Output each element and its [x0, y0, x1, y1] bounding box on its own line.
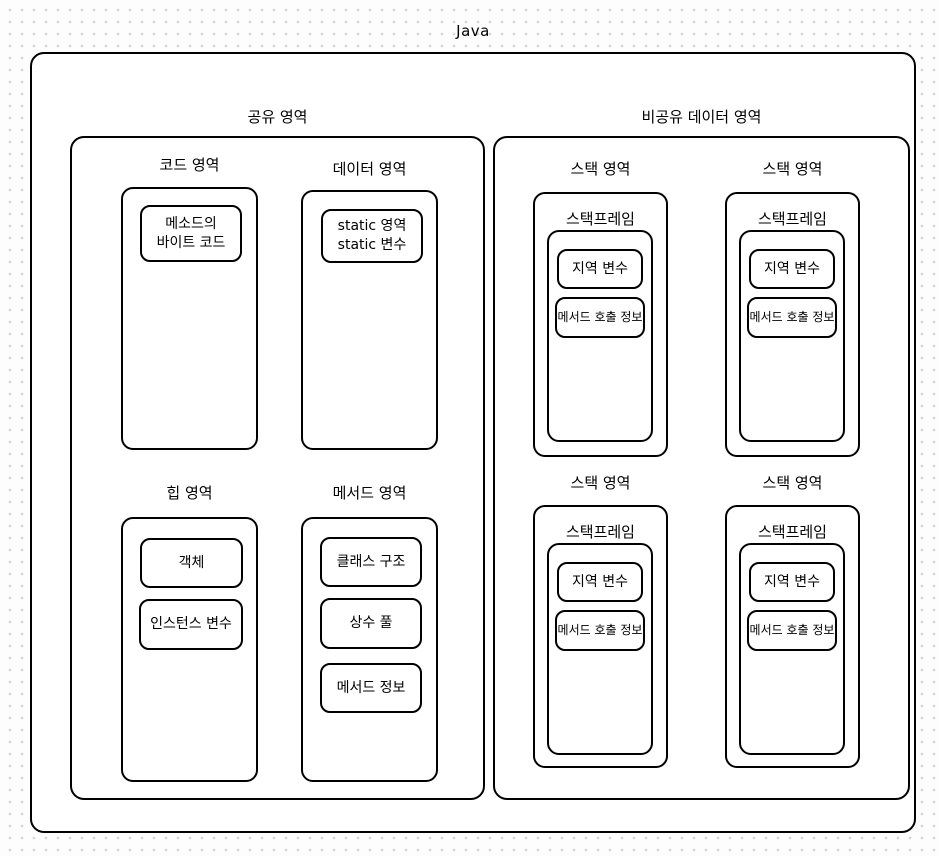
stack-frame-box: 지역 변수 메서드 호출 정보: [547, 230, 653, 442]
stack-area-box: 스택프레임 지역 변수 메서드 호출 정보: [725, 505, 860, 768]
method-area-box: 클래스 구조 상수 풀 메서드 정보: [301, 517, 438, 782]
local-var-item-box: 지역 변수: [749, 562, 835, 602]
bytecode-item-line1: 메소드의: [165, 215, 217, 232]
code-area-box: 메소드의 바이트 코드: [121, 187, 258, 450]
bytecode-item-box: 메소드의 바이트 코드: [140, 205, 242, 262]
jvm-outer-box: 공유 영역 비공유 데이터 영역 코드 영역 메소드의 바이트 코드 데이터 영…: [30, 52, 916, 833]
constant-pool-item-box: 상수 풀: [320, 598, 422, 649]
method-call-info-item-box: 메서드 호출 정보: [555, 610, 645, 651]
stack-frame-box: 지역 변수 메서드 호출 정보: [739, 230, 845, 442]
diagram-title: Java: [456, 22, 490, 40]
stack-frame-label: 스택프레임: [565, 523, 635, 541]
static-item-box: static 영역 static 변수: [321, 209, 423, 263]
heap-area-label: 힙 영역: [166, 484, 213, 502]
method-call-info-item-box: 메서드 호출 정보: [747, 297, 837, 338]
stack-frame-label: 스택프레임: [757, 210, 827, 228]
nonshared-area-box: 스택 영역 스택프레임 지역 변수 메서드 호출 정보 스택 영역 스택프레임 …: [493, 136, 910, 800]
heap-area-box: 객체 인스턴스 변수: [121, 517, 258, 782]
class-structure-item-box: 클래스 구조: [320, 537, 422, 587]
local-var-item-box: 지역 변수: [557, 249, 643, 289]
data-area-label: 데이터 영역: [332, 160, 407, 178]
code-area-label: 코드 영역: [159, 156, 220, 174]
stack-area-box: 스택프레임 지역 변수 메서드 호출 정보: [725, 192, 860, 457]
method-call-info-item-box: 메서드 호출 정보: [555, 297, 645, 338]
nonshared-area-label: 비공유 데이터 영역: [641, 108, 762, 126]
stack-frame-box: 지역 변수 메서드 호출 정보: [739, 543, 845, 755]
method-area-label: 메서드 영역: [332, 484, 407, 502]
object-item-box: 객체: [140, 538, 243, 588]
stack-area-box: 스택프레임 지역 변수 메서드 호출 정보: [533, 505, 668, 768]
stack-area-label: 스택 영역: [762, 160, 823, 178]
stack-area-label: 스택 영역: [570, 474, 631, 492]
shared-area-label: 공유 영역: [247, 108, 308, 126]
stack-frame-box: 지역 변수 메서드 호출 정보: [547, 543, 653, 755]
local-var-item-box: 지역 변수: [557, 562, 643, 602]
instance-var-item-box: 인스턴스 변수: [139, 599, 243, 650]
shared-area-box: 코드 영역 메소드의 바이트 코드 데이터 영역 static 영역 stati…: [70, 136, 485, 800]
bytecode-item-line2: 바이트 코드: [156, 234, 226, 251]
stack-frame-label: 스택프레임: [565, 210, 635, 228]
static-item-line2: static 변수: [337, 237, 407, 253]
local-var-item-box: 지역 변수: [749, 249, 835, 289]
stack-frame-label: 스택프레임: [757, 523, 827, 541]
static-item-line1: static 영역: [337, 218, 407, 235]
data-area-box: static 영역 static 변수: [301, 190, 438, 450]
method-info-item-box: 메서드 정보: [320, 663, 422, 713]
stack-area-box: 스택프레임 지역 변수 메서드 호출 정보: [533, 192, 668, 457]
stack-area-label: 스택 영역: [570, 160, 631, 178]
stack-area-label: 스택 영역: [762, 474, 823, 492]
method-call-info-item-box: 메서드 호출 정보: [747, 610, 837, 651]
